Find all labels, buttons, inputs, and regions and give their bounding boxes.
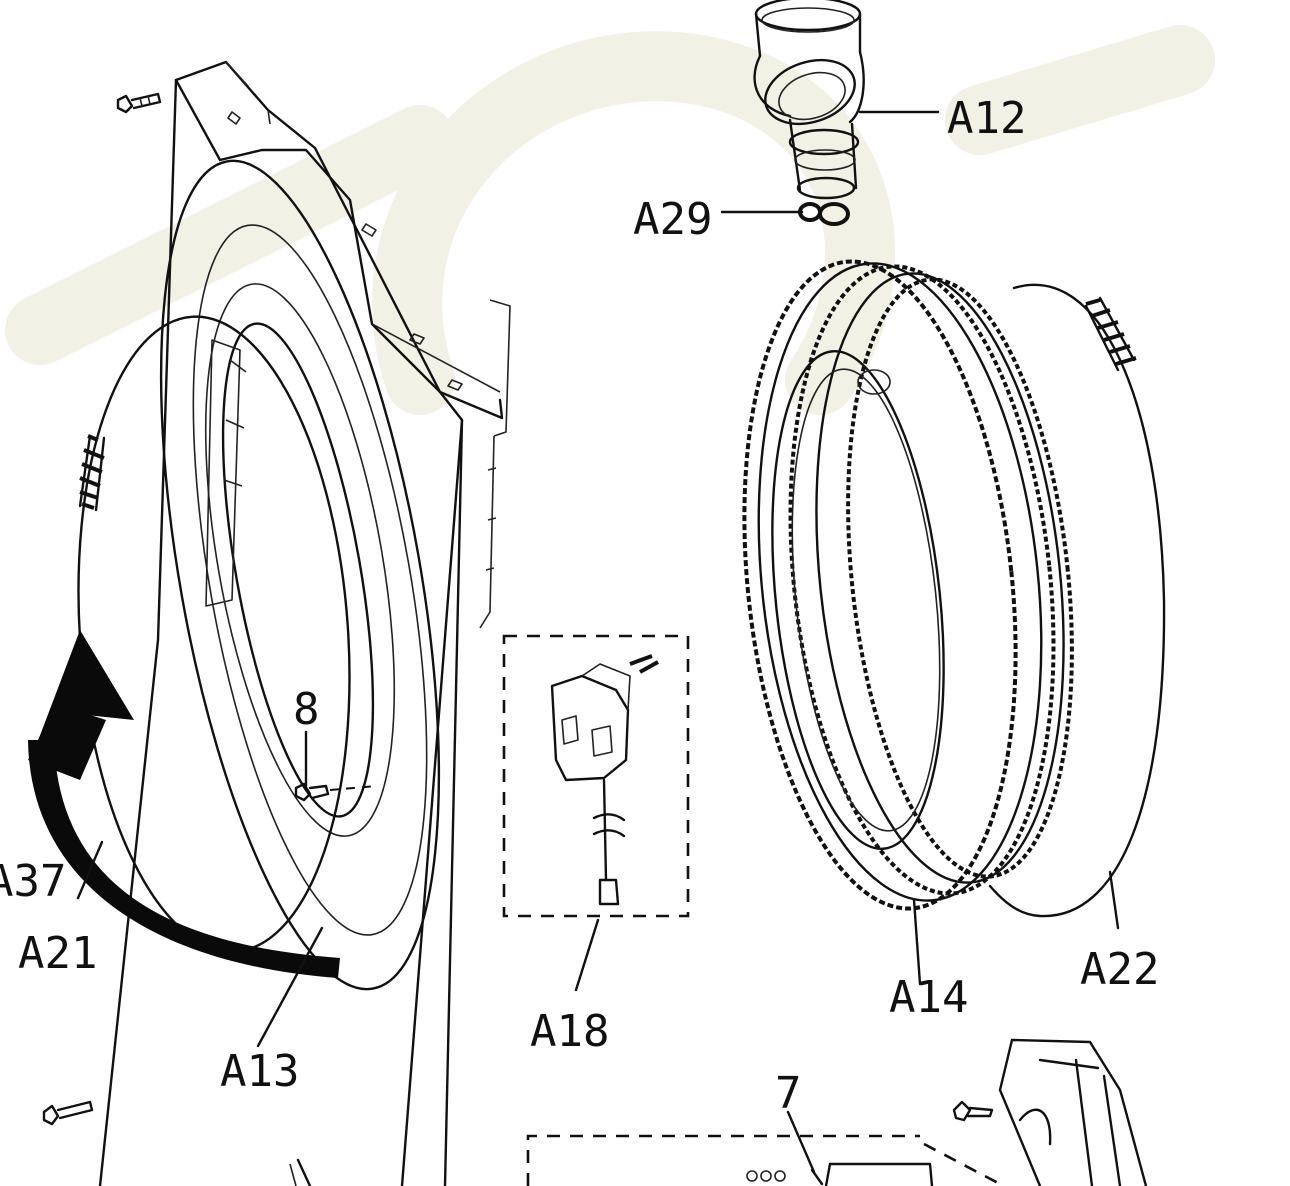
spring-coil-icon (1084, 296, 1137, 372)
label-a37: A37 (0, 856, 66, 907)
door-gasket (742, 259, 1074, 911)
door-handle-part (998, 1038, 1148, 1186)
drain-hose (753, 0, 865, 200)
leader-lines (76, 110, 1120, 1174)
door-lock-assembly (502, 634, 690, 918)
spring-coil-icon (78, 434, 106, 512)
screw-icon (294, 782, 377, 802)
door-ring (159, 159, 441, 991)
screw-icon (42, 1100, 94, 1126)
label-7: 7 (775, 1068, 802, 1119)
label-a29: A29 (633, 194, 712, 245)
curved-arrow-icon (28, 630, 340, 978)
door-hinge-kit (526, 1134, 1001, 1186)
label-a13: A13 (220, 1046, 299, 1097)
label-a22: A22 (1080, 944, 1159, 995)
screw-icon (116, 92, 162, 114)
label-a14: A14 (889, 972, 968, 1023)
label-a12: A12 (947, 93, 1026, 144)
gasket-clamp-wire (988, 283, 1166, 918)
label-8: 8 (293, 684, 320, 735)
label-a21: A21 (18, 928, 97, 979)
screw-icon (952, 1100, 994, 1122)
door-seal-wire (77, 315, 351, 953)
label-a18: A18 (530, 1006, 609, 1057)
